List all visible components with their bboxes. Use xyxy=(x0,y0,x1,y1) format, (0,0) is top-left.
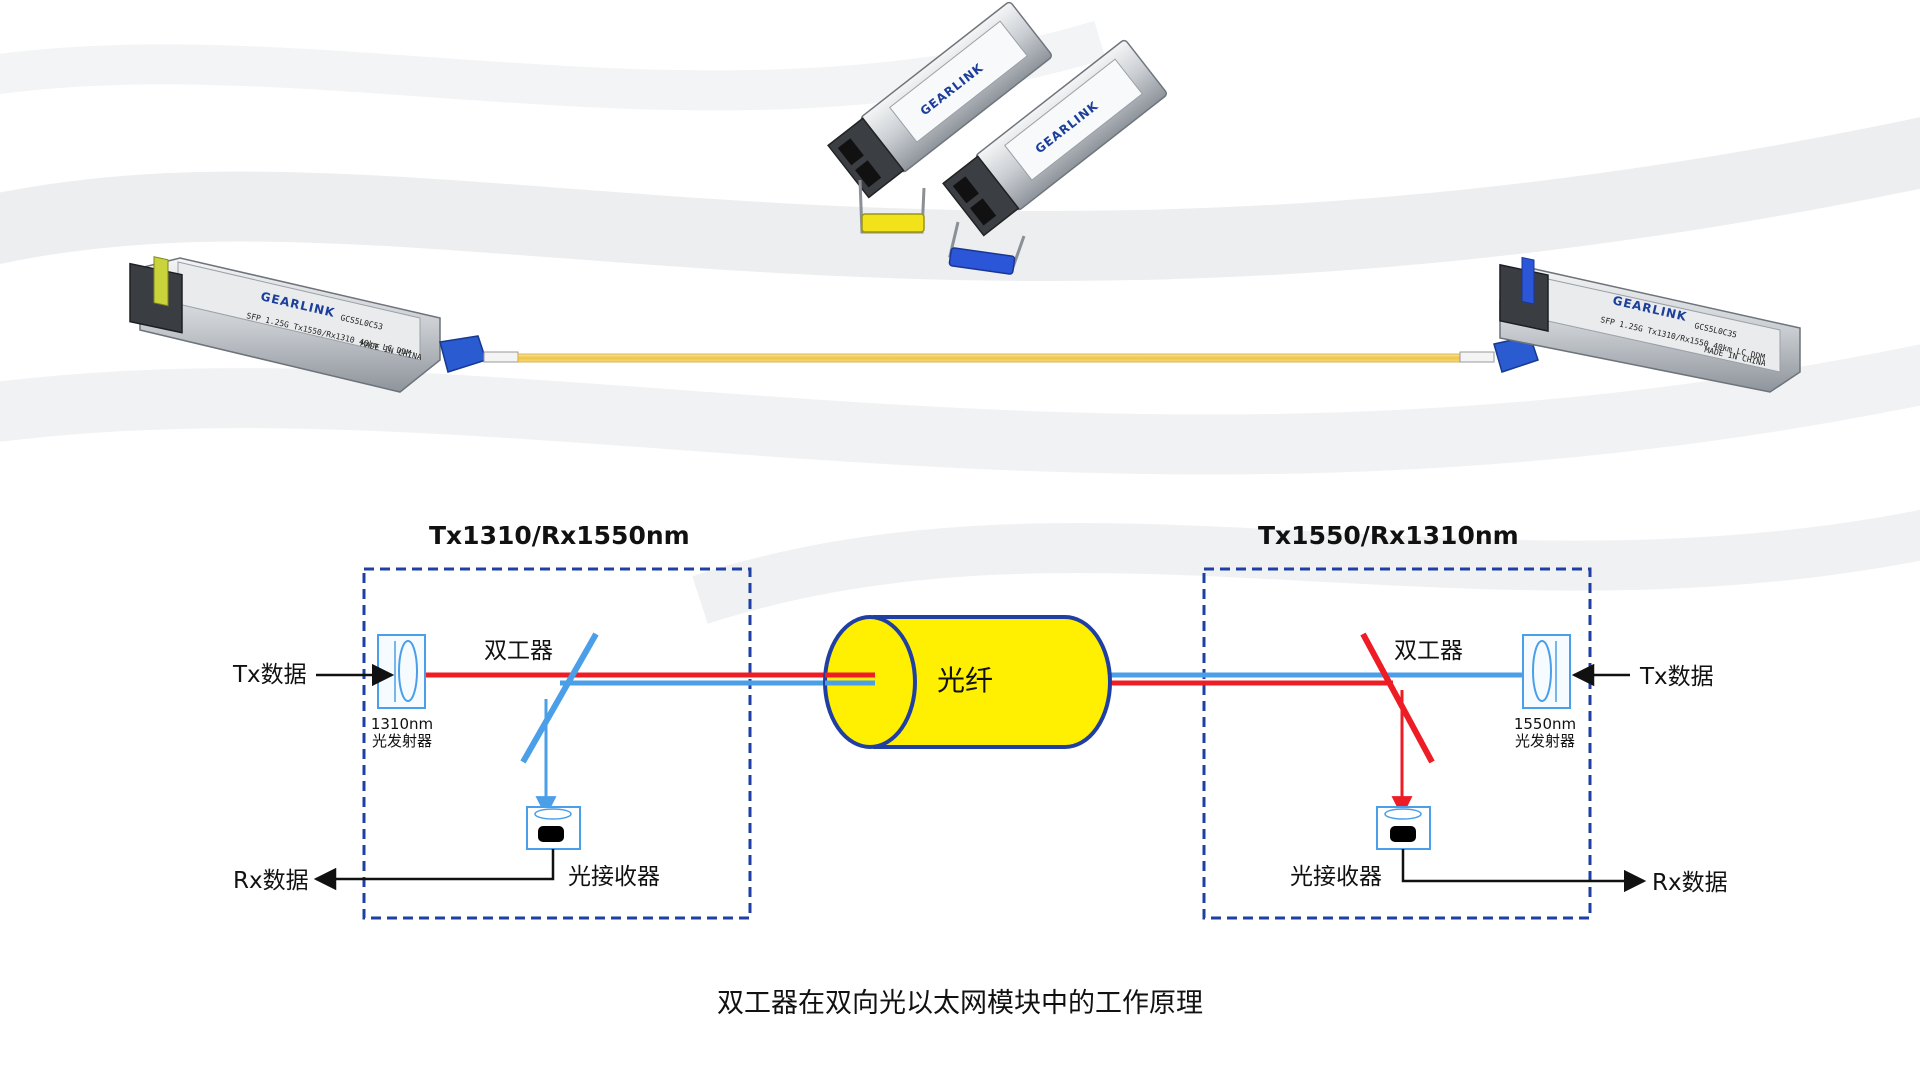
left-rx-arrow xyxy=(313,849,555,891)
right-emitter-wavelength: 1550nm xyxy=(1514,715,1576,733)
right-tx-data-label: Tx数据 xyxy=(1639,664,1714,690)
left-lc-connector xyxy=(439,335,487,373)
right-receiver xyxy=(1376,806,1431,850)
left-emitter xyxy=(377,634,426,709)
right-diplexer-mirror xyxy=(1360,632,1435,764)
left-rx-data-label: Rx数据 xyxy=(233,868,309,894)
right-sfp-module: GEARLINK GCS5L0C35 SFP 1.25G Tx1310/Rx15… xyxy=(1459,256,1801,393)
right-emitter xyxy=(1522,634,1571,709)
yellow-latch xyxy=(861,213,925,233)
right-unit-title: Tx1550/Rx1310nm xyxy=(1258,521,1519,550)
left-tx-data-label: Tx数据 xyxy=(232,662,307,688)
right-rx-arrow xyxy=(1401,849,1647,893)
diagram-caption: 双工器在双向光以太网模块中的工作原理 xyxy=(717,988,1203,1019)
right-receiver-label: 光接收器 xyxy=(1290,864,1382,890)
sfp-module-pair: GEARLINK GEARLINK xyxy=(827,1,1167,275)
left-emitter-label: 光发射器 xyxy=(372,732,432,750)
left-receiver-label: 光接收器 xyxy=(568,864,660,890)
right-emitter-label: 光发射器 xyxy=(1515,732,1575,750)
right-module-box xyxy=(1202,567,1592,920)
right-diplexer-label: 双工器 xyxy=(1394,638,1463,664)
right-beams xyxy=(1110,672,1540,818)
blue-latch xyxy=(948,247,1016,275)
fiber-label: 光纤 xyxy=(937,664,993,697)
left-beams xyxy=(395,672,875,818)
right-rx-data-label: Rx数据 xyxy=(1652,870,1728,896)
left-receiver xyxy=(526,806,581,850)
left-diplexer-label: 双工器 xyxy=(484,638,553,664)
left-sfp-module: GEARLINK GCS5L0C53 SFP 1.25G Tx1550/Rx13… xyxy=(129,256,519,393)
left-module-box xyxy=(362,567,752,920)
left-diplexer-mirror xyxy=(520,632,599,764)
fiber-cylinder xyxy=(823,615,1112,749)
left-emitter-wavelength: 1310nm xyxy=(371,715,433,733)
left-unit-title: Tx1310/Rx1550nm xyxy=(429,521,690,550)
patch-cable xyxy=(517,353,1461,363)
